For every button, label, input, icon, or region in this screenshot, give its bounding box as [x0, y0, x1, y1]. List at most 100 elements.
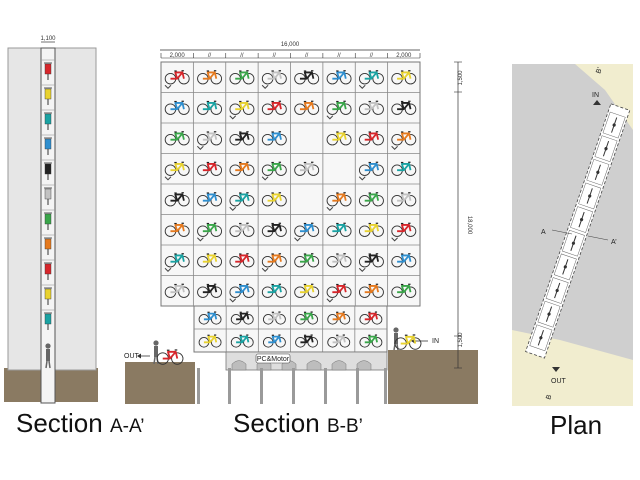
arch-opening — [306, 360, 322, 371]
arch-opening — [356, 360, 372, 371]
bike-slot — [229, 70, 255, 85]
bike-front-icon — [44, 237, 52, 255]
bike-front-icon — [44, 62, 52, 80]
foundation-piles — [197, 368, 387, 404]
bike-slot — [262, 311, 286, 325]
arch-opening — [231, 360, 247, 371]
bike-slot — [164, 283, 190, 298]
width-dimension: 16,000 — [281, 42, 300, 48]
bike-slot — [294, 253, 320, 268]
bike-exiting — [156, 349, 184, 365]
down-arrow-icon — [391, 145, 398, 150]
bike-slot — [294, 100, 320, 115]
plan-tower-footprint — [525, 103, 631, 359]
column-dim-label: // — [370, 53, 374, 59]
bike-slot — [294, 70, 320, 85]
bike-slot — [294, 161, 320, 176]
caption-plan: Plan — [550, 410, 602, 441]
bike-slot — [198, 334, 222, 348]
bike-slot — [229, 222, 255, 237]
pile — [292, 368, 295, 404]
pile — [384, 368, 387, 404]
bike-slot — [358, 253, 384, 268]
pile — [197, 368, 200, 404]
column-dimensions: 2,000////////////2,000 — [160, 53, 421, 59]
plan-slots — [529, 111, 626, 352]
bike-slot — [391, 131, 417, 146]
bike-slot — [164, 161, 190, 176]
bike-slot — [326, 222, 352, 237]
bike-slot — [391, 100, 417, 115]
bike-slot — [326, 192, 352, 207]
down-arrow-icon — [358, 176, 366, 181]
bike-slot — [197, 283, 223, 298]
section-marker-a: A — [541, 229, 546, 236]
storage-grid — [161, 62, 420, 352]
bike-front-icon — [44, 87, 52, 105]
width-dimension: 1,100 — [40, 36, 56, 42]
bike-slot — [229, 161, 255, 176]
bike-slot — [391, 253, 417, 268]
section-bb: 16,000 2,000////////////2,000 PC&Motor 1… — [124, 42, 478, 404]
column-dim-label: // — [240, 53, 244, 59]
bike-slot — [391, 161, 417, 176]
bike-slot — [164, 100, 190, 115]
bike-front-icon — [44, 162, 52, 180]
pile — [324, 368, 327, 404]
caption-plan-main: Plan — [550, 410, 603, 440]
bike-slot — [326, 100, 352, 115]
bike-slot — [229, 192, 255, 207]
bike-slot — [229, 283, 255, 298]
plan-slot — [570, 206, 594, 233]
bike-slot — [358, 70, 384, 85]
bike-icon — [394, 334, 422, 350]
bike-slot — [358, 222, 384, 237]
out-label: OUT — [124, 353, 140, 360]
bike-slot — [164, 222, 190, 237]
bike-slot — [164, 70, 190, 85]
bike-front-icon — [44, 287, 52, 305]
bike-slot — [197, 253, 223, 268]
bike-slot — [359, 311, 383, 325]
bike-front-icon — [44, 112, 52, 130]
bike-slot — [391, 70, 417, 85]
column-dim-label: // — [337, 53, 341, 59]
bike-slot — [197, 70, 223, 85]
bike-slot — [391, 192, 417, 207]
down-arrow-icon — [326, 298, 334, 303]
level-dimensions — [454, 61, 462, 369]
column-dim-label: // — [273, 53, 277, 59]
down-arrow-icon — [391, 237, 398, 242]
bike-slots — [164, 70, 417, 348]
bike-slot — [230, 311, 254, 325]
bike-slot — [261, 253, 287, 268]
bike-slot — [326, 131, 352, 146]
down-arrow-icon — [164, 267, 172, 272]
down-arrow-icon — [197, 145, 204, 150]
plan-slot — [578, 182, 602, 210]
bike-slot — [164, 253, 190, 268]
aa-bike-stack — [41, 59, 55, 330]
pile — [228, 368, 231, 404]
person-figure — [45, 343, 51, 369]
ground-right — [388, 350, 478, 404]
plan-slot — [537, 300, 561, 328]
in-label: IN — [432, 338, 439, 345]
ground-left — [125, 362, 195, 404]
section-marker-b-prime: B’ — [595, 66, 604, 75]
bike-slot — [261, 131, 287, 146]
bike-slot — [358, 131, 384, 146]
bike-slot — [229, 131, 255, 146]
exit-label: OUT — [551, 378, 567, 385]
down-arrow-icon — [261, 176, 269, 181]
section-marker-a-prime: A’ — [611, 239, 617, 246]
caption-section-aa: Section A-A’ — [16, 408, 144, 439]
column-dim-label: 2,000 — [170, 53, 186, 59]
base-label: PC&Motor — [257, 356, 290, 363]
bike-slot — [261, 161, 287, 176]
down-arrow-icon — [197, 237, 204, 242]
entry-label: IN — [592, 92, 599, 99]
down-arrow-icon — [358, 84, 366, 89]
bike-icon — [156, 349, 184, 365]
